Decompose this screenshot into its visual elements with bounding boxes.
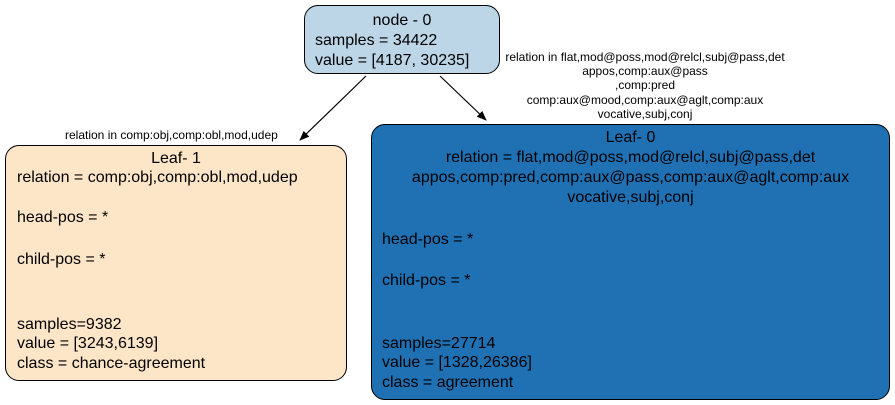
edge-left-label: relation in comp:obj,comp:obl,mod,udep	[65, 128, 278, 142]
leaf1-head-pos: head-pos = *	[17, 209, 109, 226]
edge-right-label-line: vocative,subj,conj	[597, 107, 693, 121]
root-samples: samples = 34422	[315, 32, 438, 49]
leaf0-samples: samples=27714	[382, 335, 496, 352]
leaf0-title: Leaf- 0	[605, 129, 656, 146]
leaf0-value: value = [1328,26386]	[382, 354, 532, 371]
leaf1-value: value = [3243,6139]	[17, 335, 159, 352]
leaf0-relation-line: appos,comp:pred,comp:aux@pass,comp:aux@a…	[411, 169, 850, 186]
leaf1-title: Leaf- 1	[151, 150, 201, 167]
root-value: value = [4187, 30235]	[315, 52, 470, 69]
root-title: node - 0	[372, 12, 432, 29]
leaf1-relation: relation = comp:obj,comp:obl,mod,udep	[17, 169, 298, 186]
leaf0-class: class = agreement	[382, 374, 514, 391]
edge-right-label-line: relation in flat,mod@poss,mod@relcl,subj…	[505, 50, 785, 64]
leaf0-head-pos: head-pos = *	[382, 231, 474, 248]
leaf1-node[interactable]: Leaf- 1 relation = comp:obj,comp:obl,mod…	[5, 145, 347, 381]
edge-root-to-leaf1-arrow	[299, 75, 367, 141]
edge-right-label-line: ,comp:pred	[614, 78, 676, 92]
leaf0-node[interactable]: Leaf- 0 relation = flat,mod@poss,mod@rel…	[371, 124, 890, 400]
edge-root-to-leaf0-arrow	[439, 75, 487, 121]
leaf1-child-pos: child-pos = *	[17, 251, 106, 268]
edge-right-label-line: comp:aux@mood,comp:aux@aglt,comp:aux	[526, 93, 764, 107]
leaf0-relation-line: relation = flat,mod@poss,mod@relcl,subj@…	[445, 149, 816, 166]
leaf1-samples: samples=9382	[17, 316, 122, 333]
root-node[interactable]: node - 0 samples = 34422 value = [4187, …	[304, 5, 500, 74]
leaf1-class: class = chance-agreement	[17, 355, 206, 372]
leaf0-child-pos: child-pos = *	[382, 272, 471, 289]
edge-right-label-line: appos,comp:aux@pass	[582, 64, 708, 78]
leaf0-relation-line: vocative,subj,conj	[567, 189, 694, 206]
